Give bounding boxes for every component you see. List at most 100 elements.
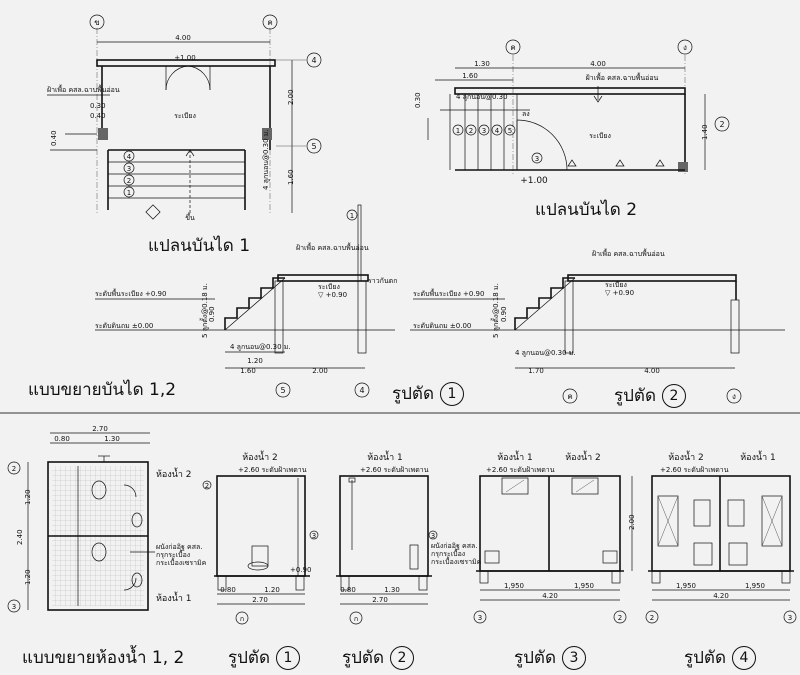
- ceiling-label: +2.60 ระดับฝ้าเพดาน: [238, 466, 307, 474]
- caption-stair-plan-1: แปลนบันได 1: [148, 236, 251, 256]
- note: กรุกระเบื้อง: [431, 547, 465, 558]
- grid-label: 3: [12, 603, 16, 611]
- note: กระเบื้องเซรามิค: [156, 556, 207, 567]
- section-number: 2: [390, 646, 415, 670]
- stair-note: 4 ลูกนอน@0.30: [456, 93, 508, 101]
- dimension: 2.00: [312, 367, 328, 375]
- note: กระเบื้องเซรามิค: [431, 555, 482, 566]
- grid-label: 2: [719, 120, 724, 129]
- room-label: ห้องน้ำ 2: [242, 450, 278, 463]
- dimension: 1.30: [384, 586, 400, 594]
- grid-label: 4: [359, 386, 364, 395]
- stair-section-1: ระดับพื้นระเบียง +0.90 ระดับดินถม ±0.00 …: [95, 204, 397, 398]
- grid-label: ง: [732, 392, 736, 401]
- grid-label: ข: [94, 18, 99, 27]
- dimension: 1.60: [240, 367, 256, 375]
- callout: 3: [535, 155, 539, 163]
- grid-label: 3: [788, 614, 792, 622]
- section-label: รูปตัด: [614, 386, 657, 406]
- bath-plan: 2.70 0.80 1.30 ห้องน้ำ 2 ห้องน้ำ 1 ผนังก…: [7, 425, 207, 613]
- step-number: 5: [508, 127, 512, 135]
- dimension: 4.20: [713, 592, 729, 600]
- grid-label: 5: [311, 142, 316, 151]
- grid-label: 2: [650, 614, 654, 622]
- dimension: 1.20: [247, 357, 263, 365]
- dimension: 1.60: [462, 72, 478, 80]
- section-label: รูปตัด: [342, 648, 385, 668]
- dimension: 1,950: [574, 582, 594, 590]
- dimension: 1.70: [528, 367, 544, 375]
- caption-bath-detail: แบบขยายห้องน้ำ 1, 2: [22, 648, 185, 668]
- room-label: ห้องน้ำ 1: [497, 450, 533, 463]
- step-number: 1: [456, 127, 460, 135]
- grid-label: ก: [354, 615, 358, 623]
- level-label: ระดับพื้นระเบียง +0.90: [95, 287, 166, 298]
- note: ผนังก่ออิฐ คสล.: [156, 543, 203, 551]
- room-label: ระเบียง: [605, 281, 627, 289]
- grid-label: ค: [267, 18, 272, 27]
- section-label: รูปตัด: [228, 648, 271, 668]
- room-label: ระเบียง: [589, 132, 611, 140]
- dimension: 1.40: [701, 124, 709, 140]
- level: ▽ +0.90: [318, 291, 347, 299]
- step-number: 4: [495, 127, 500, 135]
- step-number: 2: [469, 127, 473, 135]
- step-number: 4: [127, 153, 132, 161]
- dimension: 1.60: [287, 169, 295, 185]
- note: ฝ้าเพื้อ คสล.ฉาบพื้นอ่อน: [586, 71, 659, 82]
- bath-section-4: ห้องน้ำ 2 ห้องน้ำ 1 +2.60 ระดับฝ้าเพดาน …: [645, 450, 797, 624]
- level: +0.90: [290, 566, 311, 574]
- stair-note: 4 ลูกนอน@0.30 ม.: [262, 129, 270, 190]
- dimension: 4.20: [542, 592, 558, 600]
- ceiling-label: +2.60 ระดับฝ้าเพดาน: [660, 466, 729, 474]
- bath-section-1: ห้องน้ำ 2 +2.60 ระดับฝ้าเพดาน +0.90 2 3 …: [202, 450, 319, 625]
- room-label: ห้องน้ำ 1: [740, 450, 776, 463]
- step-number: 2: [127, 177, 131, 185]
- level-label: ระดับพื้นระเบียง +0.90: [413, 287, 484, 298]
- ceiling-label: +2.60 ระดับฝ้าเพดาน: [486, 466, 555, 474]
- level-label: ระดับดินถม ±0.00: [413, 322, 471, 330]
- dimension: 2.70: [372, 596, 388, 604]
- stair-plan-2: ค ง 1.30 4.00 1.60 ฝ้าเพื้อ คสล.ฉาบพื้นอ…: [414, 39, 730, 186]
- grid-label: 3: [478, 614, 482, 622]
- grid-label: ค: [567, 392, 572, 401]
- dimension: 1,950: [745, 582, 765, 590]
- ceiling-label: +2.60 ระดับฝ้าเพดาน: [360, 466, 429, 474]
- dimension: 0.80: [220, 586, 236, 594]
- step-number: 3: [127, 165, 131, 173]
- dimension: 1.20: [24, 489, 32, 505]
- dimension: 2.00: [628, 514, 636, 530]
- room-label: ห้องน้ำ 2: [668, 450, 704, 463]
- section-label: รูปตัด: [392, 384, 435, 404]
- section-number: 2: [662, 384, 687, 408]
- callout: 3: [431, 532, 435, 540]
- section-number: 1: [276, 646, 301, 670]
- dimension: 4.00: [644, 367, 660, 375]
- callout: 2: [205, 482, 209, 490]
- section-label: รูปตัด: [514, 648, 557, 668]
- grid-label: 5: [280, 386, 285, 395]
- note: ฝ้าเพื้อ คสล.ฉาบพื้นอ่อน: [47, 83, 120, 94]
- stair-note: 4 ลูกนอน@0.30 ม.: [230, 343, 291, 351]
- dimension: 0.90: [500, 306, 508, 322]
- room-label: ระเบียง: [174, 112, 196, 120]
- grid-label: 2: [12, 465, 16, 473]
- room-label: ห้องน้ำ 1: [367, 450, 403, 463]
- caption-stair-detail: แบบขยายบันได 1,2: [28, 380, 177, 400]
- section-number: 1: [440, 382, 465, 406]
- grid-label: ง: [683, 43, 687, 52]
- section-number: 4: [732, 646, 757, 670]
- dimension: 1,950: [504, 582, 524, 590]
- stair-section-2: ระดับพื้นระเบียง +0.90 ระดับดินถม ±0.00 …: [410, 247, 785, 404]
- dimension: 1,950: [676, 582, 696, 590]
- dimension: 0.80: [54, 435, 70, 443]
- step-number: 3: [482, 127, 486, 135]
- grid-label: 4: [311, 56, 316, 65]
- room-label: ห้องน้ำ 2: [565, 450, 601, 463]
- dimension: 1.30: [104, 435, 120, 443]
